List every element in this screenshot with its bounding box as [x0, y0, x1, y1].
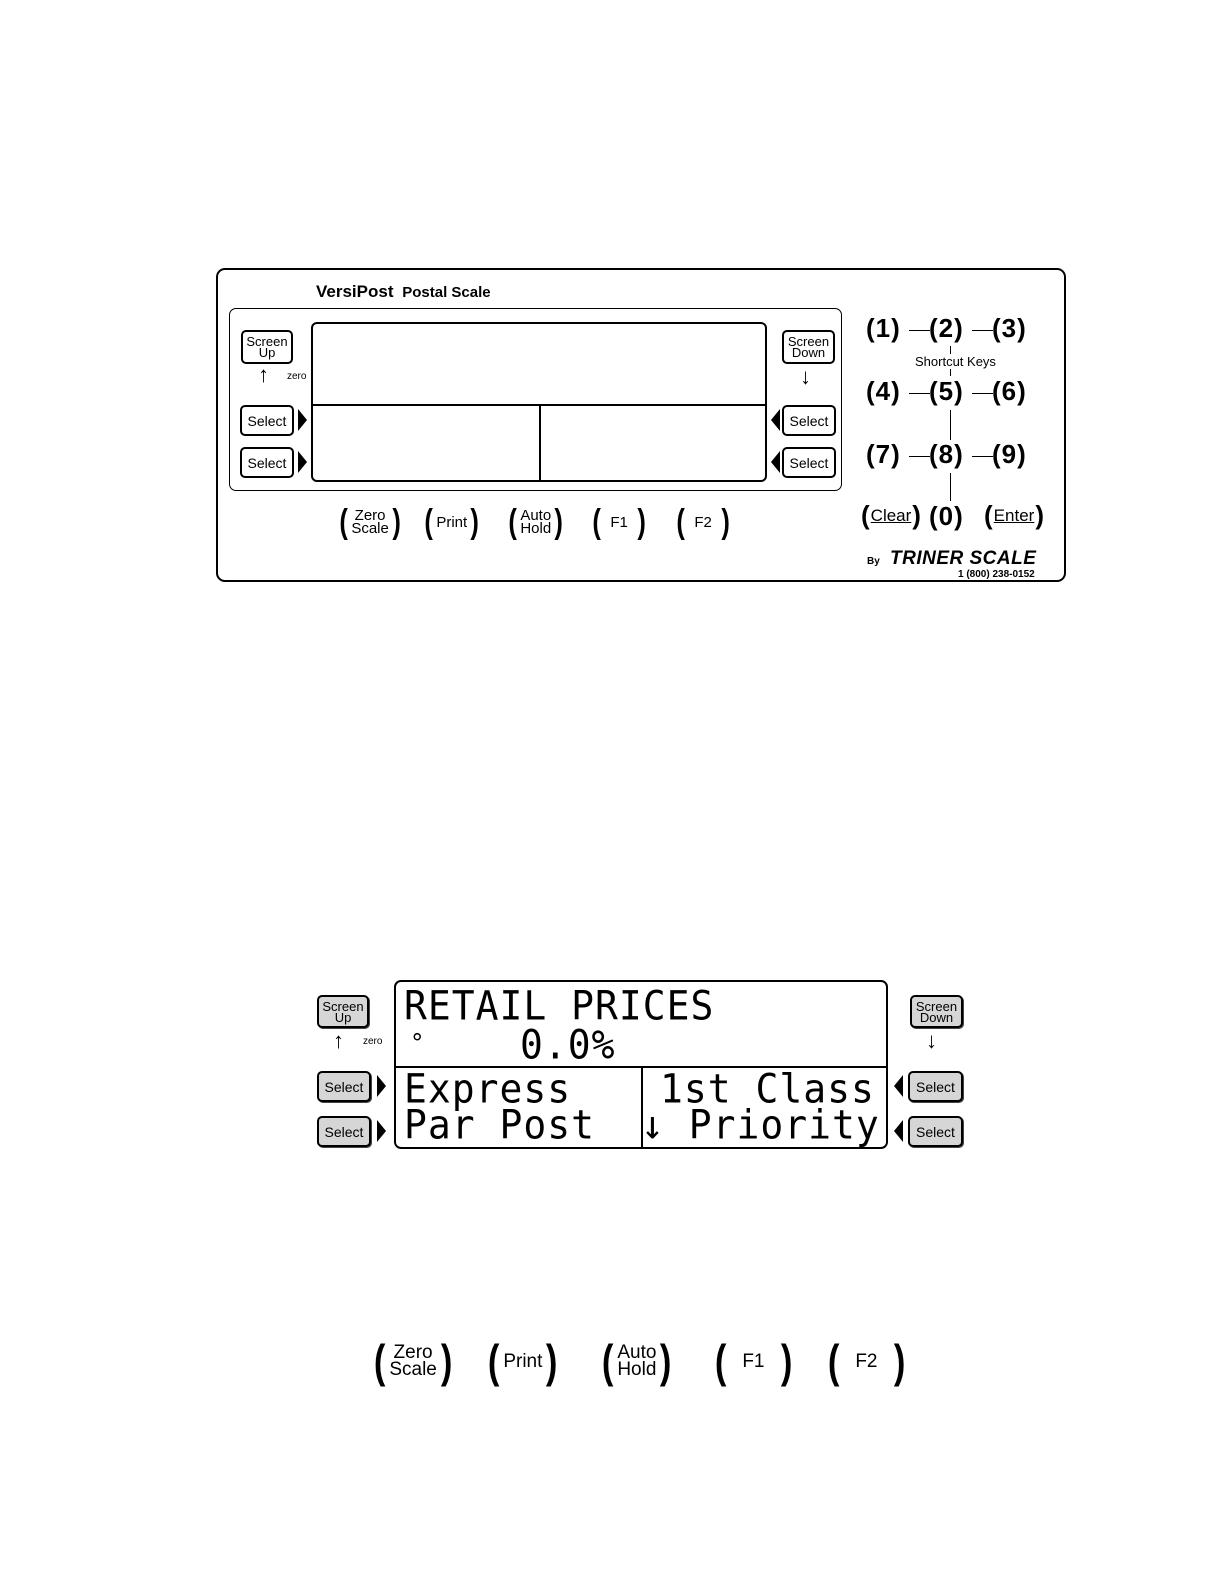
- triangle-right-icon: [377, 1120, 386, 1142]
- key-5[interactable]: (5): [929, 376, 964, 406]
- select-right-bottom-button[interactable]: Select: [782, 447, 836, 478]
- footer-by: By: [867, 556, 880, 567]
- select-left-bottom-button-detail[interactable]: Select: [317, 1116, 371, 1147]
- triangle-left-icon: [894, 1120, 903, 1142]
- clear-key[interactable]: (Clear): [861, 500, 921, 530]
- scale-panel: [216, 268, 1066, 582]
- key-3[interactable]: (3): [992, 313, 1027, 343]
- triangle-right-icon: [377, 1075, 386, 1097]
- screen-up-line2: Up: [258, 345, 276, 360]
- display-percent: 0.0%: [520, 1021, 616, 1069]
- f1-key[interactable]: (F1): [592, 503, 646, 541]
- triangle-right-icon: [298, 451, 307, 473]
- lcd-display: RETAIL PRICES ° 0.0% Express Par Post 1s…: [394, 980, 888, 1149]
- down-arrow-icon: ↓: [926, 1028, 937, 1053]
- display-right-top: 1st Class: [660, 1065, 875, 1113]
- screen-up-line1: Screen: [246, 334, 288, 349]
- triangle-right-icon: [298, 409, 307, 431]
- up-arrow-icon: ↑: [333, 1028, 344, 1053]
- display-left-bottom: Par Post: [404, 1101, 596, 1149]
- key-9[interactable]: (9): [992, 439, 1027, 469]
- triangle-left-icon: [771, 409, 780, 431]
- key-0[interactable]: (0): [929, 501, 964, 531]
- screen-down-line1: Screen: [787, 334, 830, 349]
- select-right-bottom-button-detail[interactable]: Select: [908, 1116, 963, 1147]
- display-frame: [229, 308, 842, 491]
- brand-subtitle: Postal Scale: [402, 284, 491, 301]
- screen-up-button[interactable]: Screen Up: [241, 330, 293, 364]
- enter-key[interactable]: (Enter): [984, 500, 1044, 530]
- display-right-bottom: ↓ Priority: [641, 1101, 880, 1149]
- brand-title: VersiPost Postal Scale: [316, 282, 491, 302]
- down-arrow-icon: ↓: [800, 364, 811, 389]
- triangle-left-icon: [894, 1075, 903, 1097]
- company-logo: TRINER SCALE: [890, 548, 1037, 569]
- triangle-left-icon: [771, 451, 780, 473]
- print-key-detail[interactable]: (Print): [487, 1335, 558, 1387]
- select-left-bottom-button[interactable]: Select: [240, 447, 294, 478]
- lcd-display-blank: [311, 322, 767, 482]
- display-symbol: °: [410, 1028, 426, 1058]
- print-key[interactable]: (Print): [424, 503, 480, 541]
- display-line1: RETAIL PRICES: [404, 982, 715, 1030]
- brand-name: VersiPost: [316, 282, 394, 301]
- key-8[interactable]: (8): [929, 439, 964, 469]
- select-left-top-button-detail[interactable]: Select: [317, 1071, 371, 1102]
- select-right-top-button-detail[interactable]: Select: [908, 1071, 963, 1102]
- select-right-top-button[interactable]: Select: [782, 405, 836, 436]
- screen-down-button[interactable]: Screen Down: [782, 330, 835, 364]
- screen-down-line2: Down: [791, 345, 826, 360]
- f2-key-detail[interactable]: (F2): [827, 1335, 905, 1387]
- zero-label-detail: zero: [363, 1036, 383, 1047]
- key-6[interactable]: (6): [992, 376, 1027, 406]
- shortcut-keys-label: Shortcut Keys: [914, 354, 997, 369]
- key-4[interactable]: (4): [866, 376, 901, 406]
- display-left-top: Express: [404, 1065, 572, 1113]
- key-7[interactable]: (7): [866, 439, 901, 469]
- zero-label: zero: [287, 371, 307, 382]
- up-arrow-icon: ↑: [258, 362, 269, 387]
- f1-key-detail[interactable]: (F1): [714, 1335, 792, 1387]
- select-left-top-button[interactable]: Select: [240, 405, 294, 436]
- key-2[interactable]: (2): [929, 313, 964, 343]
- f2-key[interactable]: (F2): [676, 503, 730, 541]
- phone-number: 1 (800) 238-0152: [958, 569, 1035, 580]
- key-1[interactable]: (1): [866, 313, 901, 343]
